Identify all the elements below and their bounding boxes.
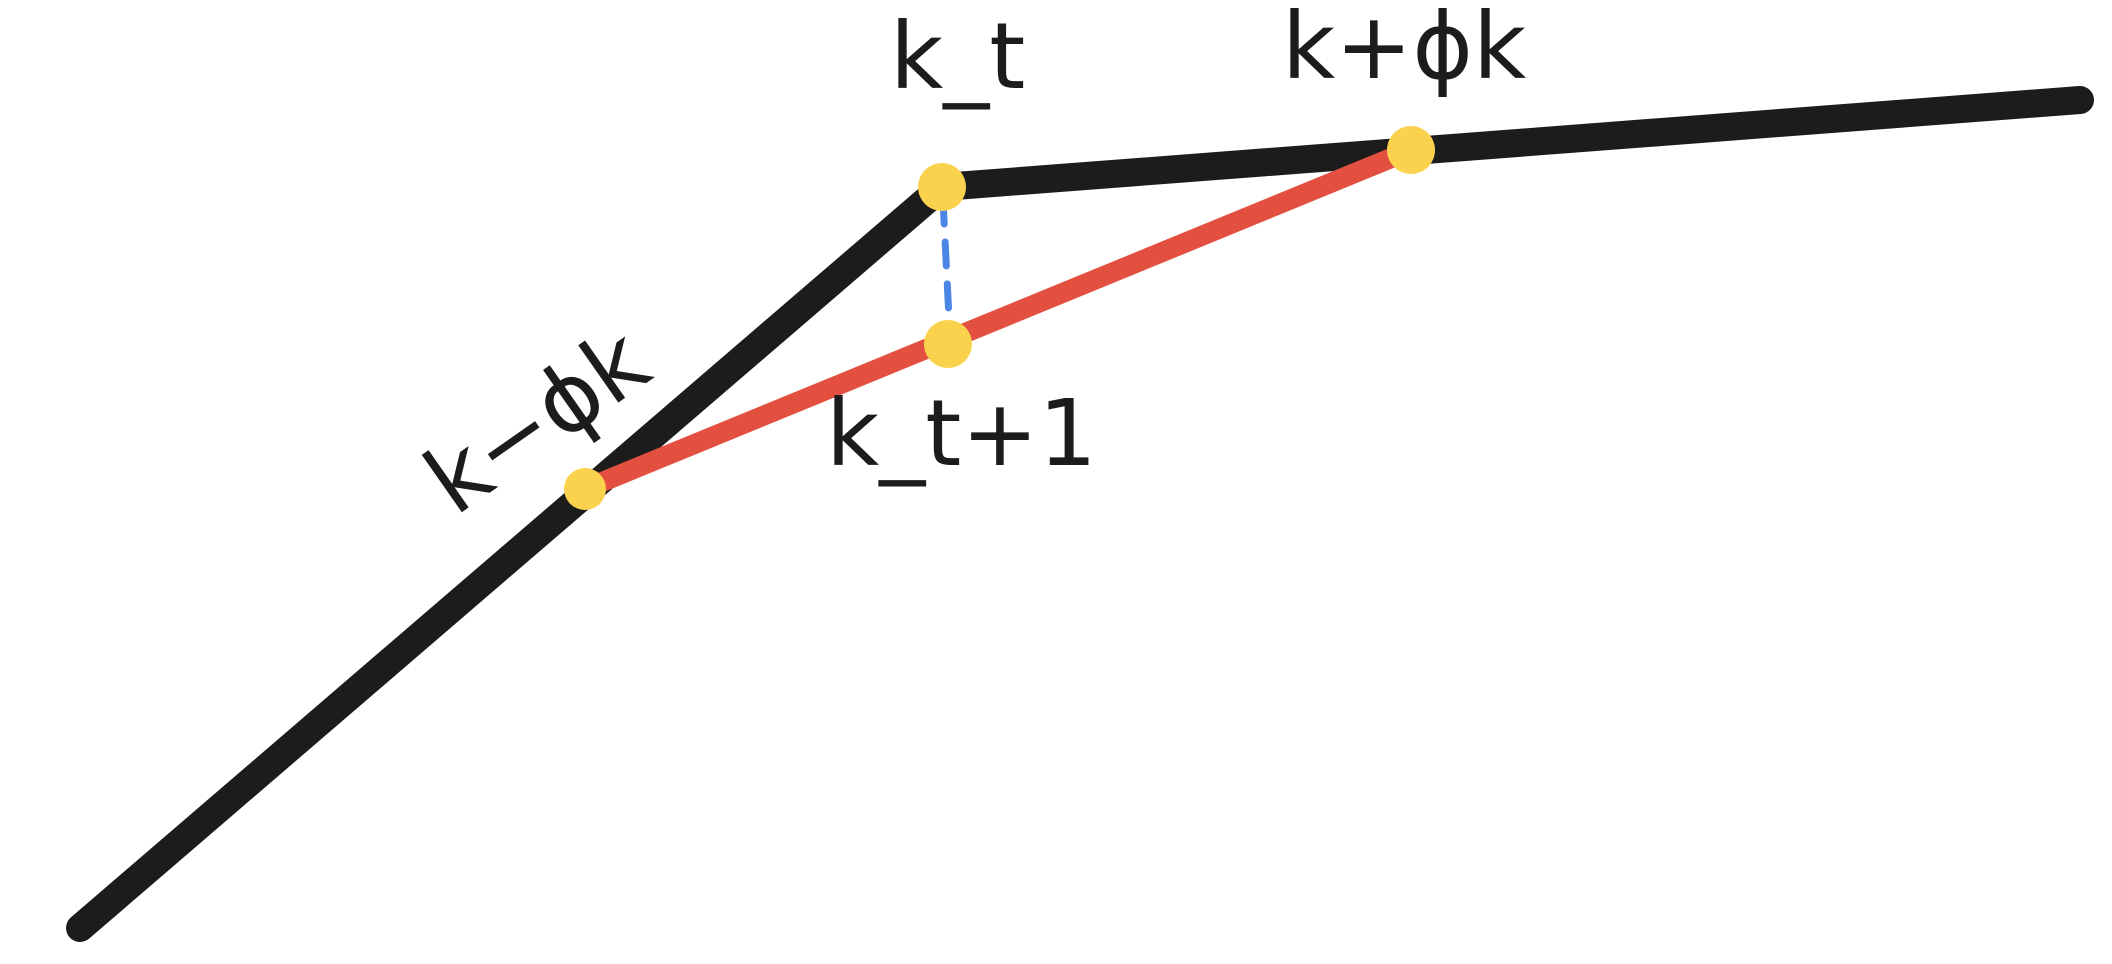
- kinked-curve: [66, 86, 2094, 942]
- secant-line: [575, 140, 1421, 499]
- point-k-plus: [1387, 126, 1435, 174]
- label-k-minus: k−ϕk: [406, 307, 668, 535]
- label-k-plus: k+ϕk: [1282, 0, 1527, 100]
- label-k-t1: k_t+1: [826, 380, 1097, 487]
- dashed-connector: [939, 196, 953, 322]
- point-k-minus: [564, 468, 606, 510]
- label-k-t: k_t: [890, 3, 1025, 110]
- point-k-t1: [924, 320, 972, 368]
- point-k-t: [918, 163, 966, 211]
